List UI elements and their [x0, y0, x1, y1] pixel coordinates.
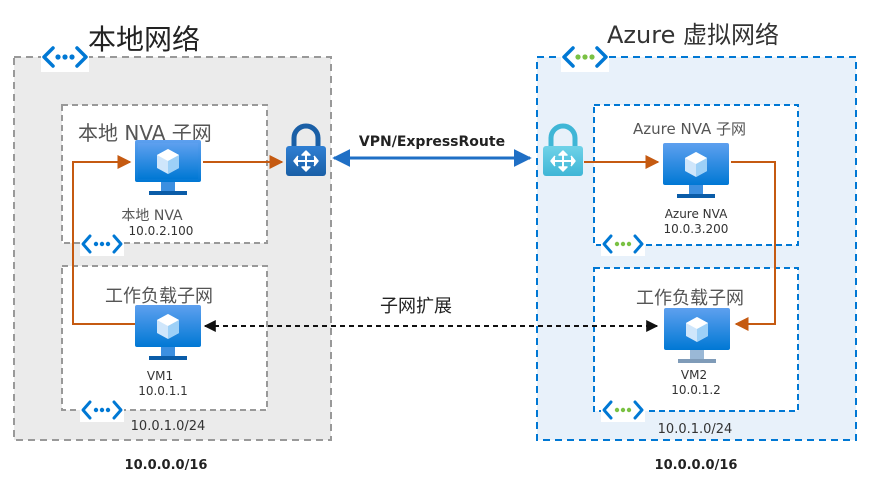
- onprem-network-title: 本地网络: [88, 23, 200, 56]
- vm2-icon: [664, 308, 730, 363]
- onprem-network-cidr: 10.0.0.0/16: [125, 458, 208, 473]
- azure-network: Azure 虚拟网络 Azure NVA 子网 Azure NVA 10.0.3…: [536, 21, 857, 473]
- azure-nva-name: Azure NVA: [665, 207, 728, 221]
- vpn-expressroute-label: VPN/ExpressRoute: [359, 134, 505, 150]
- azure-workload-subnet-icon: [601, 398, 645, 422]
- azure-network-title: Azure 虚拟网络: [607, 21, 779, 49]
- onprem-workload-subnet-title: 工作负载子网: [105, 286, 213, 307]
- onprem-workload-subnet-icon: [80, 398, 124, 422]
- vm1-name: VM1: [147, 369, 173, 383]
- azure-nva-subnet-title: Azure NVA 子网: [633, 120, 746, 138]
- azure-nva-vm-icon: [663, 143, 729, 198]
- azure-vnet-icon: [561, 42, 609, 72]
- azure-nva-ip: 10.0.3.200: [664, 222, 729, 236]
- azure-workload-subnet-title: 工作负载子网: [636, 288, 744, 309]
- onprem-vnet-icon: [41, 42, 89, 72]
- azure-workload-subnet-cidr: 10.0.1.0/24: [658, 422, 733, 437]
- vm1-ip: 10.0.1.1: [138, 384, 188, 398]
- onprem-gateway-lock-icon: [286, 123, 326, 176]
- azure-gateway-lock-icon: [543, 123, 583, 176]
- onprem-nva-ip: 10.0.2.100: [129, 224, 194, 238]
- vm1-to-onprem-nva-route: [72, 155, 135, 325]
- azure-network-cidr: 10.0.0.0/16: [655, 458, 738, 473]
- onprem-nva-name: 本地 NVA: [121, 208, 183, 224]
- vm1-icon: [135, 305, 201, 360]
- onprem-nva-vm-icon: [135, 140, 201, 195]
- vm2-name: VM2: [681, 368, 707, 382]
- azure-nva-to-vm2-route: [731, 161, 776, 331]
- onprem-nva-subnet-icon: [80, 232, 124, 256]
- vm2-ip: 10.0.1.2: [671, 383, 721, 397]
- subnet-extension-label: 子网扩展: [380, 296, 452, 317]
- azure-nva-subnet-icon: [601, 232, 645, 256]
- onprem-workload-subnet-cidr: 10.0.1.0/24: [131, 419, 206, 434]
- onprem-network: 本地网络 本地 NVA 子网 本地 NVA 10.0.2.100 工作负载子网: [13, 23, 332, 473]
